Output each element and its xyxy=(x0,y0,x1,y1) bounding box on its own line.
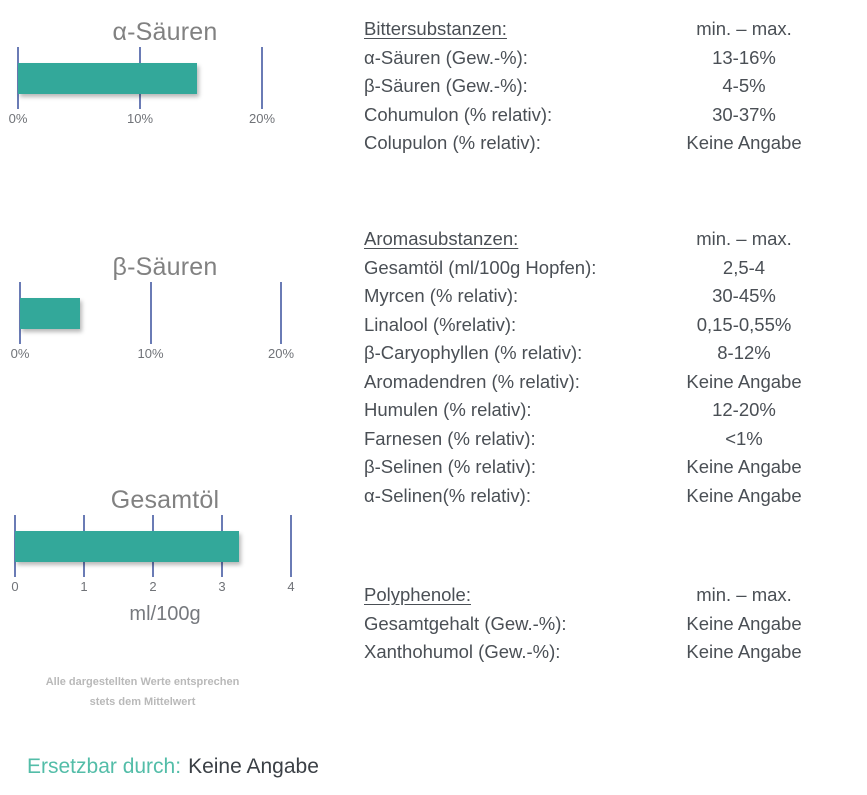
axis-tick-mark xyxy=(290,515,292,577)
spec-row-label: β-Caryophyllen (% relativ): xyxy=(364,342,583,363)
spec-row-label: Xanthohumol (Gew.-%): xyxy=(364,641,561,662)
spec-row-label: α-Selinen(% relativ): xyxy=(364,484,531,506)
axis-tick-label: 10% xyxy=(137,346,164,361)
spec-row-value: Keine Angabe xyxy=(686,641,802,662)
spec-row-value: <1% xyxy=(725,427,763,449)
axis-tick-mark xyxy=(280,282,282,344)
axis-tick-label: 4 xyxy=(287,579,295,594)
spec-section-header: Aromasubstanzen: min. – max. xyxy=(364,228,864,257)
axis-tick-labels: 0% 10% 20% xyxy=(0,111,330,131)
spec-row-value: 4-5% xyxy=(722,75,766,96)
spec-row: Myrcen (% relativ): 30-45% xyxy=(364,285,864,314)
spec-row-value: 12-20% xyxy=(712,399,776,420)
chart-title: Gesamtöl xyxy=(110,486,220,514)
spec-row-value: 13-16% xyxy=(712,46,776,68)
spec-range-header: min. – max. xyxy=(696,18,792,39)
axis-unit-caption: ml/100g xyxy=(129,603,201,625)
spec-row-label: α-Säuren (Gew.-%): xyxy=(364,46,528,68)
spec-row-label: Aromadendren (% relativ): xyxy=(364,370,580,392)
chart-plot-area: 0% 10% 20% xyxy=(0,47,330,129)
spec-row: Xanthohumol (Gew.-%): Keine Angabe xyxy=(364,641,864,670)
axis-tick-label: 20% xyxy=(248,111,276,126)
chart-3: Gesamtöl 0 1 2 3 4 ml/100g xyxy=(0,486,330,626)
value-bar xyxy=(20,298,81,329)
spec-row: α-Säuren (Gew.-%): 13-16% xyxy=(364,47,864,76)
axis-tick-labels: 0% 10% 20% xyxy=(0,346,330,366)
value-bar xyxy=(15,531,240,562)
spec-row-value: 30-45% xyxy=(712,285,776,306)
chart-title: α-Säuren xyxy=(112,18,218,46)
chart-2: β-Säuren 0% 10% 20% xyxy=(0,253,330,364)
replacement-line: Ersetzbar durch: Keine Angabe xyxy=(27,755,319,779)
axis-tick-labels: 0 1 2 3 4 xyxy=(0,579,330,599)
spec-section: Polyphenole: min. – max. Gesamtgehalt (Gew… xyxy=(364,584,864,670)
chart-plot-area: 0 1 2 3 4 xyxy=(0,515,330,597)
spec-section-title: Bittersubstanzen: xyxy=(364,18,507,39)
spec-row-value: Keine Angabe xyxy=(686,370,802,392)
spec-row: Aromadendren (% relativ): Keine Angabe xyxy=(364,371,864,400)
chart-plot-area: 0% 10% 20% xyxy=(0,282,330,364)
spec-row-value: 2,5-4 xyxy=(722,256,766,278)
spec-row-label: Cohumulon (% relativ): xyxy=(364,103,553,125)
axis-tick-label: 10% xyxy=(126,111,154,126)
spec-row-label: Colupulon (% relativ): xyxy=(364,132,541,153)
chart-1: α-Säuren 0% 10% 20% xyxy=(0,18,330,129)
spec-section: Bittersubstanzen: min. – max. α-Säuren (Ge… xyxy=(364,18,864,161)
spec-row-label: Myrcen (% relativ): xyxy=(364,285,519,306)
spec-row-value: 30-37% xyxy=(712,103,776,125)
spec-row: Farnesen (% relativ): <1% xyxy=(364,428,864,457)
spec-row: α-Selinen(% relativ): Keine Angabe xyxy=(364,485,864,514)
spec-row: Cohumulon (% relativ): 30-37% xyxy=(364,104,864,133)
axis-tick-label: 20% xyxy=(267,346,295,361)
axis-tick-mark xyxy=(149,282,152,344)
spec-row-label: Gesamtgehalt (Gew.-%): xyxy=(364,612,567,634)
replacement-label: Ersetzbar durch: xyxy=(27,755,182,778)
spec-section: Aromasubstanzen: min. – max. Gesamtöl (ml/… xyxy=(364,228,864,513)
spec-row-label: β-Säuren (Gew.-%): xyxy=(364,75,528,96)
spec-row-label: Gesamtöl (ml/100g Hopfen): xyxy=(364,256,597,278)
spec-row: Linalool (%relativ): 0,15-0,55% xyxy=(364,314,864,343)
spec-row: β-Säuren (Gew.-%): 4-5% xyxy=(364,75,864,104)
footnote: Alle dargestellten Werte entsprechen ste… xyxy=(0,672,285,712)
axis-tick-label: 3 xyxy=(218,579,226,594)
spec-row: Humulen (% relativ): 12-20% xyxy=(364,399,864,428)
spec-row-value: Keine Angabe xyxy=(686,132,802,153)
axis-tick-label: 0% xyxy=(10,346,30,361)
replacement-value: Keine Angabe xyxy=(188,755,319,778)
spec-row-label: β-Selinen (% relativ): xyxy=(364,456,537,477)
spec-row-label: Humulen (% relativ): xyxy=(364,399,532,420)
spec-row: β-Selinen (% relativ): Keine Angabe xyxy=(364,456,864,485)
spec-row: β-Caryophyllen (% relativ): 8-12% xyxy=(364,342,864,371)
spec-row: Gesamtöl (ml/100g Hopfen): 2,5-4 xyxy=(364,257,864,286)
spec-row-value: Keine Angabe xyxy=(686,456,802,477)
spec-section-header: Bittersubstanzen: min. – max. xyxy=(364,18,864,47)
spec-section-title: Polyphenole: xyxy=(364,584,471,605)
spec-row-value: Keine Angabe xyxy=(686,612,802,634)
spec-section-title: Aromasubstanzen: xyxy=(364,228,519,249)
axis-tick-label: 1 xyxy=(80,579,88,594)
axis-tick-label: 2 xyxy=(149,579,157,594)
axis-tick-mark xyxy=(261,47,263,109)
value-bar xyxy=(18,63,198,94)
spec-row: Colupulon (% relativ): Keine Angabe xyxy=(364,132,864,161)
spec-row-value: Keine Angabe xyxy=(686,484,802,506)
spec-section-header: Polyphenole: min. – max. xyxy=(364,584,864,613)
spec-row-value: 8-12% xyxy=(717,342,771,363)
spec-row-label: Farnesen (% relativ): xyxy=(364,427,536,449)
spec-row-value: 0,15-0,55% xyxy=(696,313,792,335)
footnote-line-2: stets dem Mittelwert xyxy=(89,696,196,708)
spec-range-header: min. – max. xyxy=(696,228,792,249)
axis-tick-label: 0% xyxy=(8,111,28,126)
footnote-line-1: Alle dargestellten Werte entsprechen xyxy=(45,676,240,688)
spec-row-label: Linalool (%relativ): xyxy=(364,313,517,335)
spec-range-header: min. – max. xyxy=(696,584,792,605)
chart-title: β-Säuren xyxy=(112,253,218,281)
axis-tick-label: 0 xyxy=(11,579,19,594)
spec-row: Gesamtgehalt (Gew.-%): Keine Angabe xyxy=(364,613,864,642)
